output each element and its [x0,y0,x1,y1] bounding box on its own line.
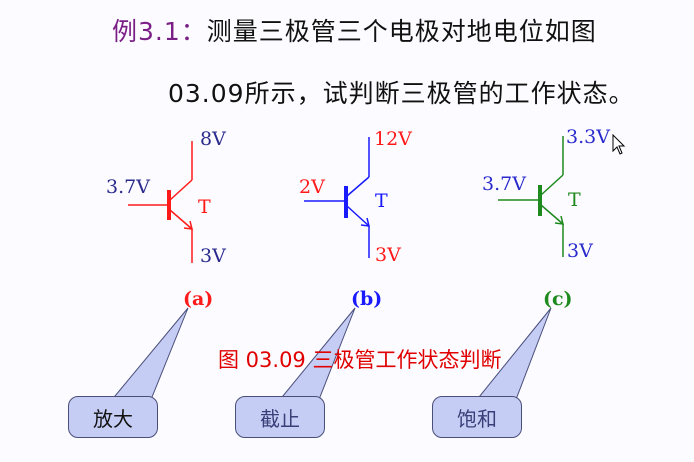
mouse-cursor-icon [612,134,626,155]
callout-text-b: 截止 [260,406,300,431]
callout-text-a: 放大 [93,406,133,431]
transistor-symbol-a [128,141,193,263]
callout-state-a: 放大 [68,396,158,438]
example-title-line2: 03.09所示，试判断三极管的工作状态。 [168,79,635,108]
circuit-label-c: (c) [543,288,573,310]
transistor-symbol-b [304,137,370,258]
collector-voltage-c: 3.3V [566,126,610,148]
transistor-symbol-c [498,136,564,257]
emitter-voltage-b: 3V [375,244,401,266]
transistor-label-a: T [198,196,211,218]
example-question-part1: 测量三极管三个电极对地电位如图 [206,17,597,46]
emitter-voltage-c: 3V [567,240,593,262]
collector-voltage-b: 12V [374,128,412,150]
circuit-label-a: (a) [183,288,214,310]
base-voltage-c: 3.7V [482,173,526,195]
base-voltage-a: 3.7V [106,176,150,198]
transistor-label-b: T [375,190,388,212]
callout-state-b: 截止 [235,396,325,438]
transistor-label-c: T [568,189,581,211]
emitter-voltage-a: 3V [200,245,226,267]
callout-state-c: 饱和 [432,396,522,438]
circuit-label-b: (b) [351,288,383,310]
figure-caption: 图 03.09 三极管工作状态判断 [218,348,502,372]
example-number: 例3.1： [112,17,207,46]
collector-voltage-a: 8V [200,128,226,150]
callout-text-c: 饱和 [457,406,497,431]
callout-pointer-a [108,307,189,403]
base-voltage-b: 2V [299,176,325,198]
example-title-line1: 例3.1：测量三极管三个电极对地电位如图 [112,12,597,48]
